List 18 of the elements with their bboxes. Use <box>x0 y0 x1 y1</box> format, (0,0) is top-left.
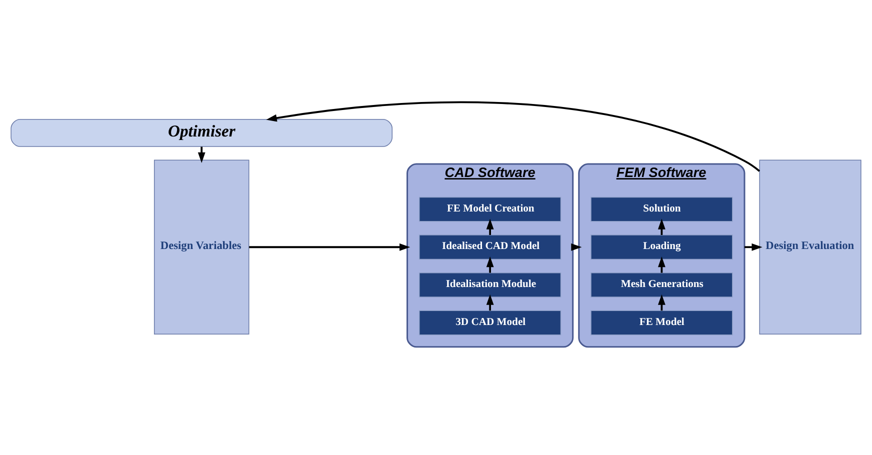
node-box: Design Evaluation <box>759 160 862 334</box>
arrow <box>744 243 762 251</box>
arrow <box>266 101 760 172</box>
node-box: Solution <box>590 196 733 222</box>
node-box: 3D CAD Model <box>418 310 562 336</box>
node-box: Mesh Generations <box>590 272 733 298</box>
node-box: FE Model <box>590 310 733 336</box>
node-box: Idealisation Module <box>418 272 562 298</box>
arrow <box>486 294 494 311</box>
node-box: Design Variables <box>154 160 250 334</box>
node-box: FE Model Creation <box>418 196 562 222</box>
arrow <box>198 146 206 164</box>
node-box: Loading <box>590 234 733 260</box>
arrow <box>486 256 494 273</box>
arrow <box>249 243 410 251</box>
node-box: Idealised CAD Model <box>418 234 562 260</box>
node-box: Optimiser <box>10 118 393 147</box>
arrow <box>486 218 494 235</box>
